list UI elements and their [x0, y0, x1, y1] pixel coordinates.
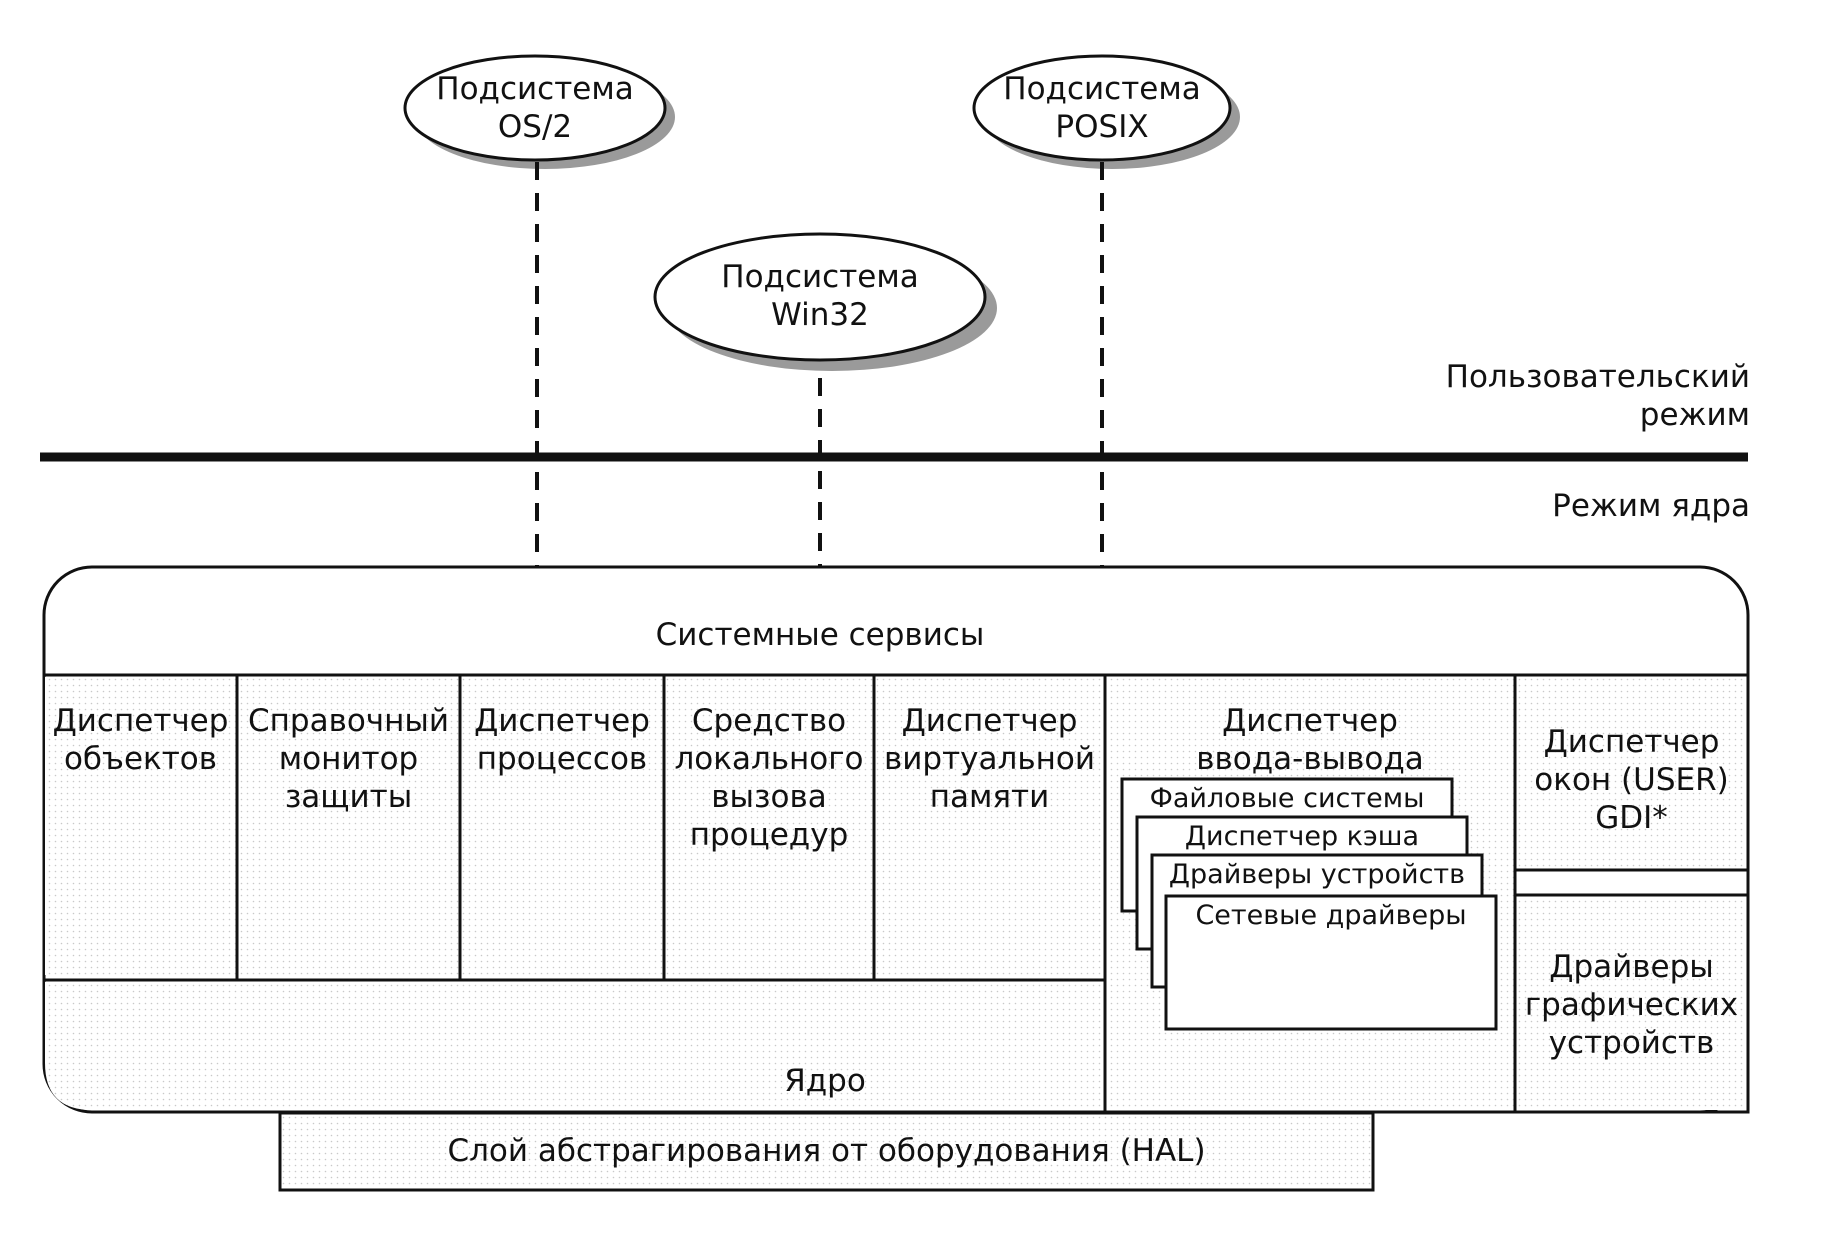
executive-components-area	[45, 677, 1105, 975]
graphics-drivers-box	[1513, 893, 1750, 1114]
posix-subsystem-label: Подсистема POSIX	[1003, 71, 1201, 145]
window-manager-box	[1513, 673, 1750, 872]
posix-subsystem-ellipse	[972, 54, 1232, 162]
io-manager-label: Диспетчер ввода-вывода	[1196, 703, 1424, 777]
system-services-label: Системные сервисы	[655, 617, 985, 653]
user-mode-label: Пользовательский режим	[1445, 359, 1750, 433]
win32-subsystem-ellipse	[653, 232, 987, 362]
os2-subsystem-ellipse	[403, 54, 667, 162]
security-monitor-label: Справочный монитор защиты	[247, 703, 450, 815]
hal-label: Слой абстрагирования от оборудования (HA…	[447, 1133, 1206, 1169]
graphics-drivers-label: Драйверы графических устройств	[1524, 949, 1739, 1061]
kernel-label: Ядро	[784, 1063, 866, 1099]
io-file-systems-label: Файловые системы	[1149, 783, 1425, 814]
graphics-drivers-area	[1517, 898, 1747, 1110]
io-network-drivers-label: Сетевые драйверы	[1195, 900, 1467, 931]
kernel-mode-label: Режим ядра	[1552, 488, 1750, 524]
object-manager-label: Диспетчер объектов	[52, 703, 229, 777]
io-device-drivers-label: Драйверы устройств	[1168, 859, 1466, 890]
win32-subsystem-label: Подсистема Win32	[721, 259, 919, 333]
os2-subsystem-label: Подсистема OS/2	[436, 71, 634, 145]
kernel-area	[45, 982, 1103, 1110]
process-manager-label: Диспетчер процессов	[474, 703, 650, 777]
io-card-network-drivers	[1164, 894, 1498, 1031]
io-cache-manager-label: Диспетчер кэша	[1184, 821, 1420, 852]
window-manager-area	[1517, 677, 1747, 869]
vm-manager-label: Диспетчер виртуальной памяти	[884, 703, 1095, 815]
hal-box	[278, 1111, 1375, 1192]
lpc-label: Средство локального вызова процедур	[674, 703, 864, 853]
window-manager-label: Диспетчер окон (USER) GDI*	[1534, 724, 1729, 836]
